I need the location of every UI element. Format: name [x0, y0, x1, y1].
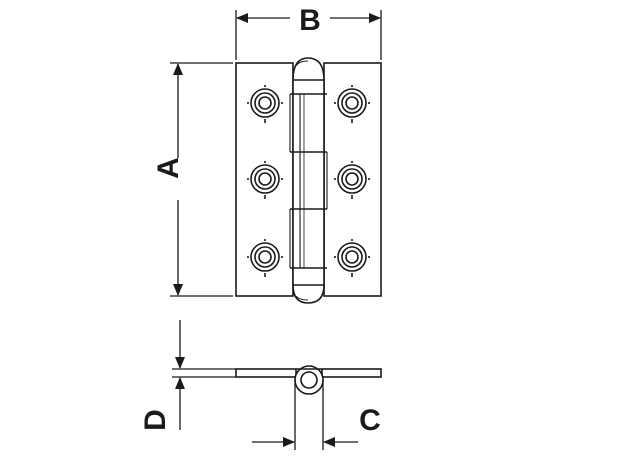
hinge-knuckle	[289, 57, 328, 304]
hinge-side-view	[235, 365, 382, 395]
dimension-c	[252, 380, 358, 450]
hinge-front-view	[235, 57, 382, 304]
screw-holes-left	[247, 85, 283, 277]
dimension-label-a: A	[152, 157, 185, 179]
dimension-d	[172, 320, 236, 430]
dimension-b	[235, 10, 382, 60]
dimension-label-d: D	[139, 409, 172, 431]
screw-hole	[247, 239, 283, 277]
side-leaf-left	[235, 368, 297, 378]
side-knuckle-pin	[300, 371, 318, 389]
dimension-label-b: B	[299, 4, 321, 37]
screw-hole	[334, 239, 370, 277]
left-leaf	[235, 62, 294, 297]
screw-hole	[247, 85, 283, 123]
dimension-a	[170, 62, 233, 297]
screw-hole	[247, 161, 283, 199]
right-leaf	[323, 62, 382, 297]
screw-holes-right	[334, 85, 370, 277]
dimension-label-c: C	[359, 404, 381, 437]
screw-hole	[334, 85, 370, 123]
screw-hole	[334, 161, 370, 199]
side-leaf-right	[321, 368, 382, 378]
